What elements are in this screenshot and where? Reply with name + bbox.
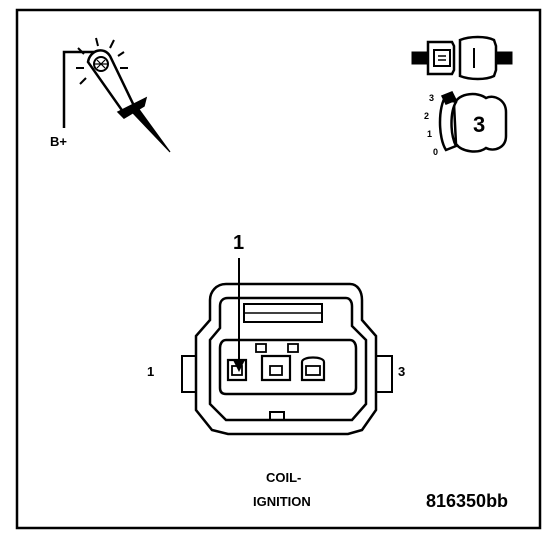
- diagram-border: [15, 8, 542, 530]
- connector-shell-outer: [194, 282, 378, 436]
- key-scale-3: 3: [429, 93, 435, 103]
- terminal-cavity-3: [300, 356, 326, 382]
- cavity-side-label-left: 1: [147, 364, 155, 379]
- connector-shell-inner: [208, 296, 368, 422]
- polarity-key-1: [255, 343, 267, 353]
- key-scale-0: 0: [433, 147, 439, 157]
- key-scale-1: 1: [427, 129, 433, 139]
- connector-name-line1: COIL-: [266, 470, 302, 485]
- polarity-key-2: [287, 343, 299, 353]
- latch-left: [181, 355, 197, 393]
- test-lamp-icon: [62, 37, 171, 153]
- callout-leader: [233, 258, 245, 372]
- terminal-cavity-2: [260, 354, 292, 382]
- connector-disconnect-icon: [411, 35, 513, 81]
- supply-label: B+: [50, 134, 67, 149]
- cavity-side-label-right: 3: [398, 364, 406, 379]
- terminal-cavity-body: [218, 338, 358, 396]
- key-scale-2: 2: [424, 111, 430, 121]
- figure-id: 816350bb: [426, 491, 509, 511]
- key-position-label: 3: [473, 112, 486, 137]
- ignition-key-icon: [438, 91, 508, 153]
- connector-face: [181, 282, 393, 436]
- locking-tab: [243, 303, 323, 323]
- bottom-guide: [269, 411, 285, 421]
- connector-name-line2: IGNITION: [253, 494, 311, 509]
- latch-right: [375, 355, 393, 393]
- callout-number: 1: [233, 232, 245, 254]
